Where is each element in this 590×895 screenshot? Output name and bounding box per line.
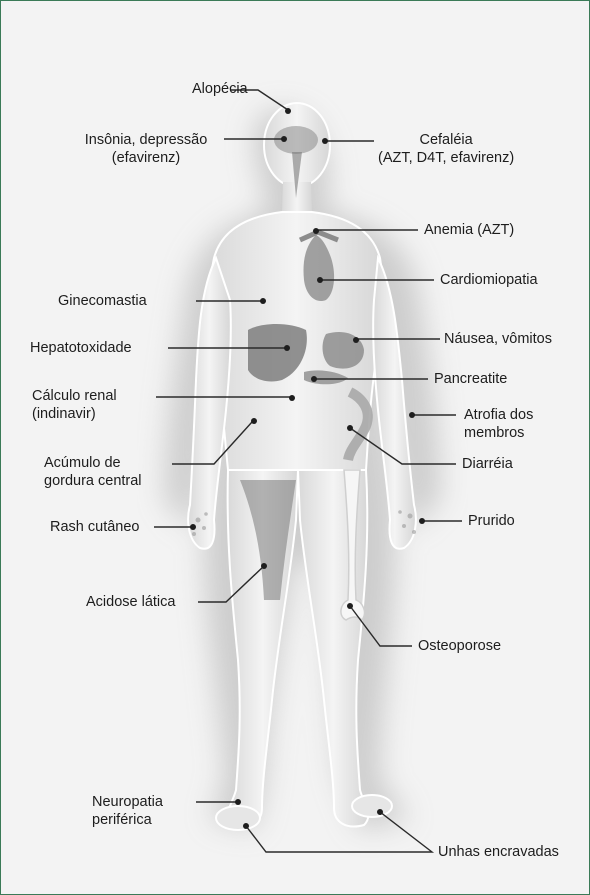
label-acumulo-line2: gordura central bbox=[44, 472, 142, 490]
label-insonia-line2: (efavirenz) bbox=[68, 149, 224, 167]
label-atrofia-line1: Atrofia dos bbox=[464, 406, 533, 424]
label-insonia: Insônia, depressão (efavirenz) bbox=[68, 131, 224, 167]
label-calculo-line2: (indinavir) bbox=[32, 405, 117, 423]
label-osteoporose: Osteoporose bbox=[418, 637, 501, 655]
label-pancreatite: Pancreatite bbox=[434, 370, 507, 388]
label-alopecia: Alopécia bbox=[192, 80, 248, 98]
label-insonia-line1: Insônia, depressão bbox=[68, 131, 224, 149]
label-nausea: Náusea, vômitos bbox=[444, 330, 552, 348]
label-acumulo-line1: Acúmulo de bbox=[44, 454, 142, 472]
label-unhas: Unhas encravadas bbox=[438, 843, 559, 861]
label-prurido: Prurido bbox=[468, 512, 515, 530]
left-foot-shape bbox=[216, 806, 260, 830]
label-ginecomastia: Ginecomastia bbox=[58, 292, 147, 310]
label-calculo-line1: Cálculo renal bbox=[32, 387, 117, 405]
label-cardiomiopatia: Cardiomiopatia bbox=[440, 271, 538, 289]
label-cefaleia-line2: (AZT, D4T, efavirenz) bbox=[378, 149, 514, 167]
label-neuropatia-line2: periférica bbox=[92, 811, 163, 829]
label-cefaleia: Cefaléia (AZT, D4T, efavirenz) bbox=[378, 131, 514, 167]
right-leg-shape bbox=[298, 470, 368, 826]
label-neuropatia: Neuropatia periférica bbox=[92, 793, 163, 829]
label-atrofia: Atrofia dos membros bbox=[464, 406, 533, 442]
label-acumulo: Acúmulo de gordura central bbox=[44, 454, 142, 490]
label-diarreia: Diarréia bbox=[462, 455, 513, 473]
label-calculo: Cálculo renal (indinavir) bbox=[32, 387, 117, 423]
label-cefaleia-line1: Cefaléia bbox=[378, 131, 514, 149]
label-anemia: Anemia (AZT) bbox=[424, 221, 514, 239]
right-foot-shape bbox=[352, 795, 392, 817]
label-atrofia-line2: membros bbox=[464, 424, 533, 442]
label-neuropatia-line1: Neuropatia bbox=[92, 793, 163, 811]
label-hepatotoxidade: Hepatotoxidade bbox=[30, 339, 132, 357]
label-acidose: Acidose lática bbox=[86, 593, 175, 611]
label-rash: Rash cutâneo bbox=[50, 518, 139, 536]
